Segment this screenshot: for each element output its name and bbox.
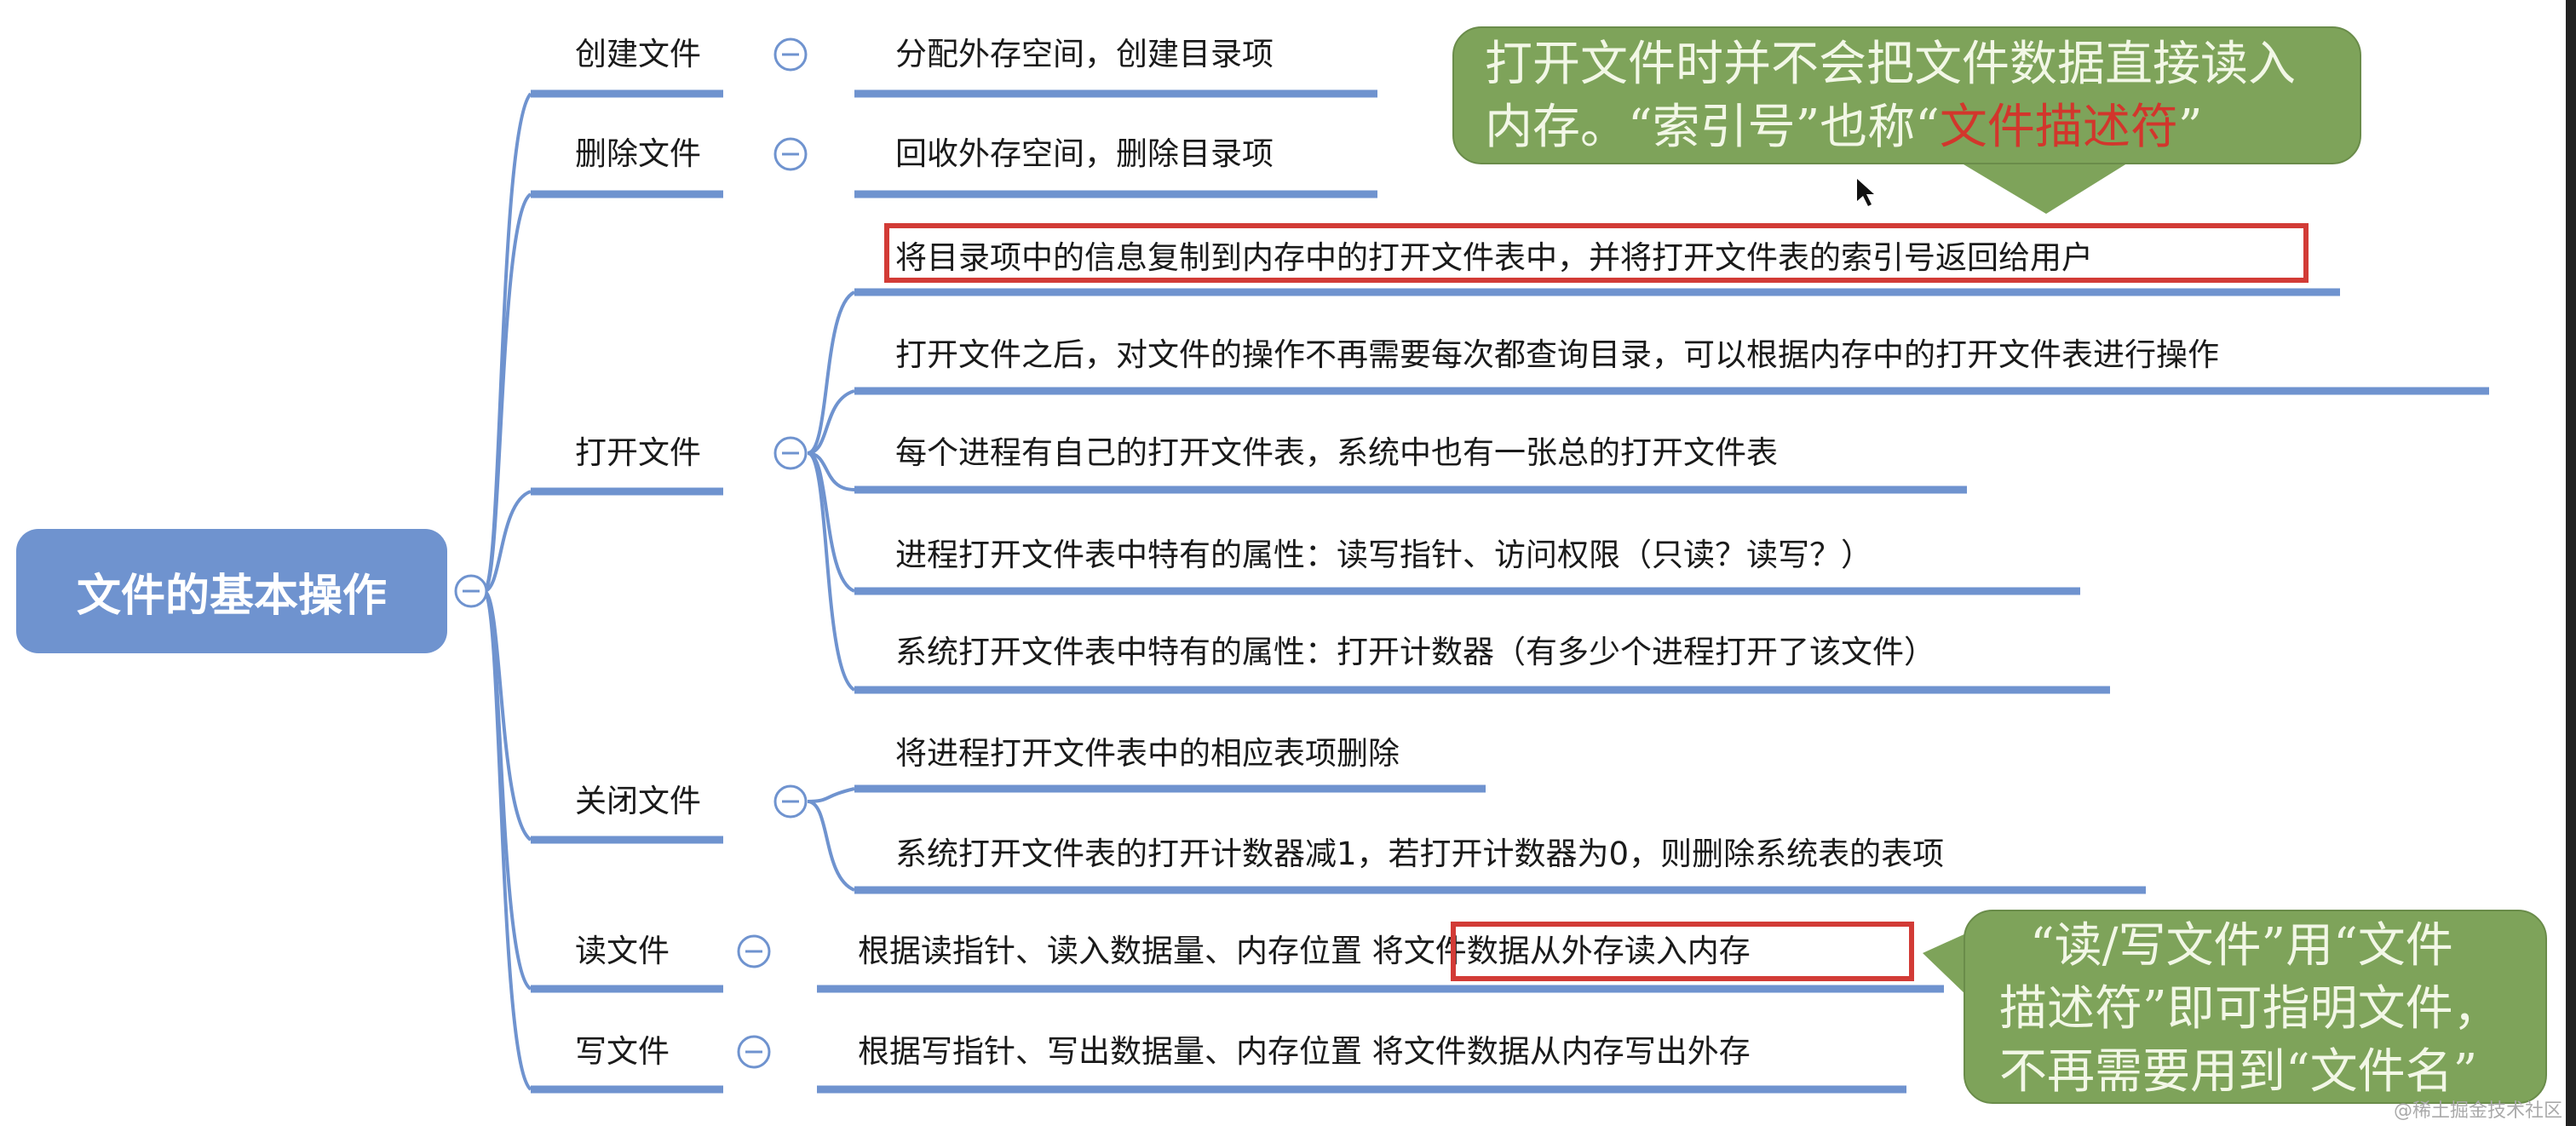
node-delete-detail[interactable]: 回收外存空间，删除目录项: [895, 135, 1274, 172]
callout-line: 内存。“索引号”也称“文件描述符”: [1485, 100, 2203, 155]
root-label: 文件的基本操作: [76, 570, 387, 622]
callout-line: 描述符”即可指明文件，: [1999, 981, 2501, 1037]
window-edge: [2566, 0, 2576, 1126]
read-action: 将文件数据从外存读入内存: [1371, 933, 1751, 969]
watermark: @稀土掘金技术社区: [2393, 1100, 2562, 1122]
callout-tail: [1923, 933, 1968, 997]
callout-line: “读/写文件”用“文件: [2030, 918, 2453, 974]
collapse-icon[interactable]: [454, 574, 488, 608]
node-open-detail[interactable]: 每个进程有自己的打开文件表，系统中也有一张总的打开文件表: [895, 434, 1778, 471]
node-create-detail[interactable]: 分配外存空间，创建目录项: [895, 36, 1274, 72]
mouse-cursor-icon: [1857, 179, 1874, 206]
node-close-detail[interactable]: 将进程打开文件表中的相应表项删除: [895, 735, 1400, 772]
callout-open-note: 打开文件时并不会把文件数据直接读入 内存。“索引号”也称“文件描述符”: [1452, 26, 2361, 164]
collapse-icon[interactable]: [737, 934, 771, 968]
root-node[interactable]: 文件的基本操作: [16, 529, 447, 653]
collapse-icon[interactable]: [773, 784, 808, 819]
collapse-icon[interactable]: [773, 37, 808, 72]
node-open-detail[interactable]: 进程打开文件表中特有的属性：读写指针、访问权限（只读？读写？）: [895, 537, 1872, 573]
node-read-detail[interactable]: 根据读指针、读入数据量、内存位置 将文件数据从外存读入内存: [858, 933, 1751, 970]
node-open-detail[interactable]: 打开文件之后，对文件的操作不再需要每次都查询目录，可以根据内存中的打开文件表进行…: [895, 336, 2219, 373]
highlight-box: [1451, 922, 1914, 981]
callout-line: 不再需要用到“文件名”: [1999, 1044, 2478, 1100]
node-open-detail[interactable]: 系统打开文件表中特有的属性：打开计数器（有多少个进程打开了该文件）: [895, 634, 1935, 670]
branch-write[interactable]: 写文件: [575, 1033, 670, 1070]
collapse-icon[interactable]: [737, 1035, 771, 1069]
callout-tail: [1959, 162, 2130, 214]
branch-close[interactable]: 关闭文件: [575, 783, 701, 819]
node-open-detail[interactable]: 将目录项中的信息复制到内存中的打开文件表中，并将打开文件表的索引号返回给用户: [895, 239, 2093, 276]
branch-delete[interactable]: 删除文件: [575, 135, 701, 172]
read-params: 根据读指针、读入数据量、内存位置: [858, 933, 1362, 969]
collapse-icon[interactable]: [773, 137, 808, 171]
branch-open[interactable]: 打开文件: [575, 434, 701, 471]
callout-line: 打开文件时并不会把文件数据直接读入: [1485, 37, 2296, 92]
collapse-icon[interactable]: [773, 436, 808, 470]
branch-create[interactable]: 创建文件: [575, 36, 701, 72]
node-close-detail[interactable]: 系统打开文件表的打开计数器减1，若打开计数器为0，则删除系统表的表项: [895, 836, 1945, 872]
node-write-detail[interactable]: 根据写指针、写出数据量、内存位置 将文件数据从内存写出外存: [858, 1033, 1751, 1070]
highlight-box: [884, 223, 2309, 283]
branch-read[interactable]: 读文件: [575, 933, 670, 969]
callout-rw-note: “读/写文件”用“文件 描述符”即可指明文件， 不再需要用到“文件名”: [1964, 910, 2547, 1104]
